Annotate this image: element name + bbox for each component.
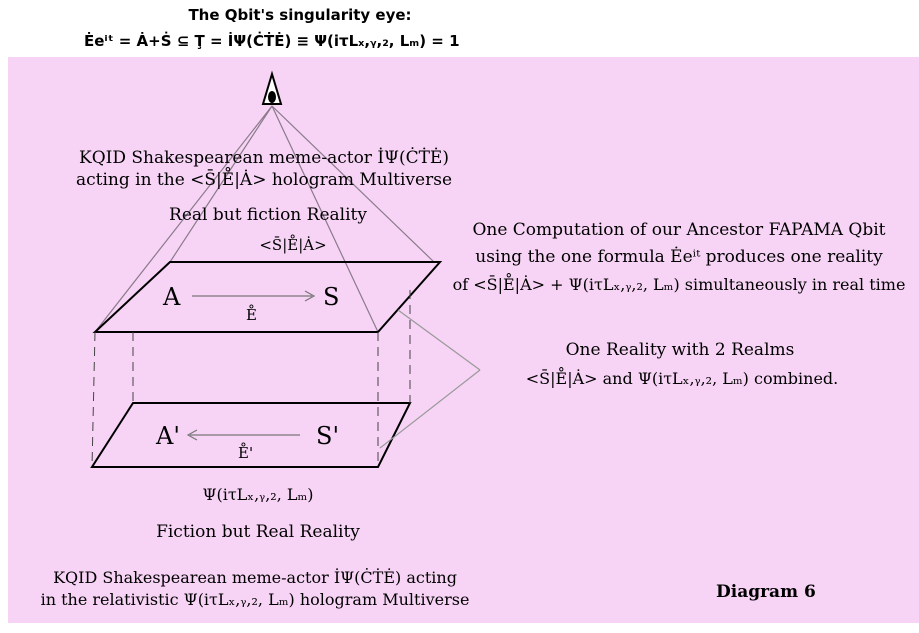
node-s: S	[323, 283, 340, 311]
bottom-psi: Ψ(iτLₓ,ᵧ,₂, Lₘ)	[202, 485, 314, 504]
bottom-actor-line2: in the relativistic Ψ(iτLₓ,ᵧ,₂, Lₘ) holo…	[40, 590, 470, 609]
computation-line1: One Computation of our Ancestor FAPAMA Q…	[472, 220, 886, 240]
plane-connectors	[91, 290, 411, 468]
projection-rays	[94, 105, 435, 333]
top-realm-name: Real but fiction Reality	[169, 205, 367, 225]
top-actor-line1: KQID Shakespearean meme-actor İΨ(ĊṪĖ)	[79, 148, 449, 168]
node-a-prime: A'	[156, 422, 180, 450]
bottom-actor-line1: KQID Shakespearean meme-actor İΨ(ĊṪĖ) ac…	[53, 568, 457, 587]
arrow-s-to-a	[186, 429, 300, 441]
arrow-a-to-s	[192, 290, 316, 302]
realms-line1: One Reality with 2 Realms	[565, 340, 795, 360]
computation-line2: using the one formula Ėeⁱᵗ produces one …	[475, 247, 883, 267]
diagram-caption: Diagram 6	[716, 582, 816, 602]
header-title: The Qbit's singularity eye:	[188, 6, 412, 24]
top-actor-line2: acting in the <S̄|E̊|Ȧ> hologram Multive…	[75, 170, 453, 190]
top-plane	[92, 261, 443, 333]
node-a: A	[163, 283, 181, 311]
eye-icon	[261, 70, 283, 105]
bottom-realm-name: Fiction but Real Reality	[156, 522, 360, 542]
edge-label-e: E̊	[246, 306, 257, 324]
realms-bracket	[379, 309, 481, 449]
computation-line3: of <S̄|E̊|Ȧ> + Ψ(iτLₓ,ᵧ,₂, Lₘ) simultane…	[452, 275, 906, 294]
bottom-plane	[90, 402, 412, 468]
edge-label-e-prime: E̊'	[238, 444, 254, 462]
diagram-panel	[8, 57, 919, 623]
realms-line2: <S̄|E̊|Ȧ> and Ψ(iτLₓ,ᵧ,₂, Lₘ) combined.	[525, 369, 839, 388]
header-formula: Ėeⁱᵗ = Ȧ+Ṡ ⊆ Ţ = İΨ(ĊṪĖ) ≡ Ψ(iτLₓ,ᵧ,₂, L…	[84, 32, 460, 50]
top-ket: <S̄|E̊|Ȧ>	[259, 236, 327, 254]
node-s-prime: S'	[316, 422, 340, 450]
